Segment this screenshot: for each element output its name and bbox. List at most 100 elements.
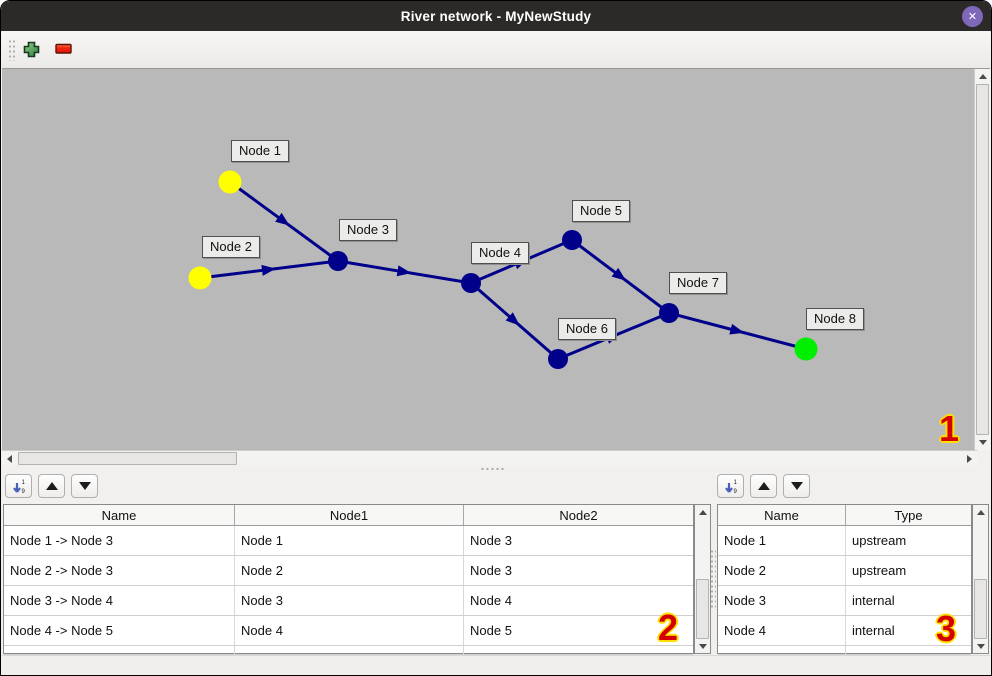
scroll-up-button[interactable] — [975, 69, 990, 84]
scrollbar-thumb[interactable] — [696, 579, 709, 639]
table-cell[interactable]: Node 4 -> Node 5 — [4, 616, 235, 645]
sort-icon: 1 9 — [12, 480, 25, 494]
nodes-move-down-button[interactable] — [783, 474, 810, 498]
remove-node-icon[interactable] — [55, 43, 73, 55]
table-row[interactable]: Node 3 internal — [718, 586, 971, 616]
table-cell[interactable]: upstream — [852, 533, 907, 548]
table-cell[interactable]: Node 3 -> Node 4 — [4, 586, 235, 615]
scroll-left-button[interactable] — [2, 451, 17, 466]
scrollbar-thumb[interactable] — [18, 452, 237, 465]
table-row-partial — [4, 646, 693, 655]
table-cell[interactable]: internal — [852, 593, 895, 608]
reaches-move-up-button[interactable] — [38, 474, 65, 498]
table-cell — [235, 646, 464, 654]
scroll-down-button[interactable] — [973, 639, 988, 653]
table-cell[interactable]: Node 2 — [718, 556, 846, 585]
flow-arrow-icon — [505, 312, 520, 326]
scrollbar-thumb[interactable] — [974, 579, 987, 639]
status-bar — [2, 655, 990, 675]
add-node-icon[interactable] — [23, 41, 40, 58]
node-label[interactable]: Node 8 — [806, 308, 864, 330]
reaches-sort-button[interactable]: 1 9 — [5, 474, 32, 498]
main-toolbar — [2, 31, 990, 69]
node-label[interactable]: Node 3 — [339, 219, 397, 241]
canvas-horizontal-scrollbar[interactable] — [2, 450, 977, 466]
svg-text:9: 9 — [733, 489, 737, 494]
network-canvas[interactable]: Node 1 Node 2 Node 3 Node 4 Node 5 Node 6 Node… — [2, 69, 977, 450]
nodes-move-up-button[interactable] — [750, 474, 777, 498]
node-circle[interactable] — [794, 337, 818, 361]
scroll-right-button[interactable] — [962, 451, 977, 466]
node-label[interactable]: Node 5 — [572, 200, 630, 222]
node-circle[interactable] — [659, 303, 679, 323]
horizontal-splitter[interactable] — [2, 465, 990, 473]
node-circle[interactable] — [548, 349, 568, 369]
annotation-number: 2 — [658, 607, 679, 648]
table-cell[interactable]: Node 1 -> Node 3 — [4, 526, 235, 555]
table-cell[interactable]: Node 1 — [235, 526, 464, 555]
column-header[interactable]: Type — [894, 507, 923, 523]
svg-text:1: 1 — [733, 480, 737, 486]
reaches-table-scrollbar[interactable] — [694, 504, 711, 654]
scrollbar-thumb[interactable] — [976, 84, 989, 435]
node-label[interactable]: Node 4 — [471, 242, 529, 264]
up-arrow-icon — [45, 482, 58, 490]
column-header[interactable]: Name — [4, 505, 235, 525]
table-cell[interactable]: Node 4 — [718, 616, 846, 645]
flow-arrow-icon — [611, 267, 627, 281]
canvas-vertical-scrollbar[interactable] — [974, 69, 990, 450]
table-cell[interactable]: Node 2 — [235, 556, 464, 585]
table-cell[interactable]: Node 3 — [235, 586, 464, 615]
table-row[interactable]: Node 1 upstream — [718, 526, 971, 556]
node-label[interactable]: Node 6 — [558, 318, 616, 340]
annotation-number: 3 — [936, 608, 957, 649]
scroll-up-button[interactable] — [973, 505, 988, 519]
node-label[interactable]: Node 2 — [202, 236, 260, 258]
splitter-grip — [480, 467, 506, 471]
node-label[interactable]: Node 1 — [231, 140, 289, 162]
node-label[interactable]: Node 7 — [669, 272, 727, 294]
node-circle[interactable] — [562, 230, 582, 250]
table-cell[interactable]: Node 4 — [235, 616, 464, 645]
column-header[interactable]: Node1 — [235, 505, 464, 525]
node-circle[interactable] — [328, 251, 348, 271]
flow-arrow-icon — [396, 265, 412, 277]
svg-text:1: 1 — [21, 480, 25, 486]
table-cell[interactable]: Node 1 — [718, 526, 846, 555]
table-cell[interactable]: upstream — [852, 563, 907, 578]
scroll-down-button[interactable] — [975, 435, 990, 450]
nodes-sort-button[interactable]: 1 9 — [717, 474, 744, 498]
table-cell[interactable]: Node 3 — [718, 586, 846, 615]
table-row[interactable]: Node 2 upstream — [718, 556, 971, 586]
node-circle[interactable] — [218, 170, 242, 194]
window-title: River network - MyNewStudy — [400, 8, 592, 24]
table-cell[interactable]: Node 3 — [470, 533, 512, 548]
annotation-number: 1 — [939, 408, 960, 449]
node-circle[interactable] — [188, 266, 212, 290]
node-circle[interactable] — [461, 273, 481, 293]
table-row[interactable]: Node 4 internal — [718, 616, 971, 646]
table-cell[interactable]: Node 3 — [470, 563, 512, 578]
sort-icon: 1 9 — [724, 480, 737, 494]
scroll-up-button[interactable] — [695, 505, 710, 519]
close-icon[interactable]: ✕ — [962, 6, 983, 27]
nodes-table-scrollbar[interactable] — [972, 504, 989, 654]
flow-arrow-icon — [729, 323, 745, 335]
column-header[interactable]: Node2 — [559, 507, 598, 523]
scroll-down-button[interactable] — [695, 639, 710, 653]
reaches-move-down-button[interactable] — [71, 474, 98, 498]
table-cell[interactable]: Node 4 — [470, 593, 512, 608]
vertical-splitter[interactable] — [710, 549, 716, 609]
table-cell — [4, 646, 235, 654]
table-cell[interactable]: internal — [852, 623, 895, 638]
column-header[interactable]: Name — [718, 505, 846, 525]
table-cell[interactable]: Node 2 -> Node 3 — [4, 556, 235, 585]
table-cell[interactable]: Node 5 — [470, 623, 512, 638]
flow-arrow-icon — [261, 264, 276, 276]
